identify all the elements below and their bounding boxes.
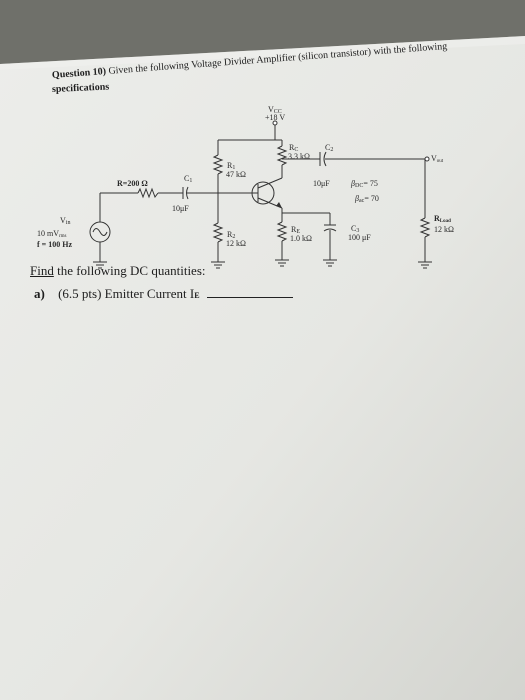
c3-label: C3 <box>351 224 359 234</box>
rs-label: R=200 Ω <box>117 179 148 188</box>
rload-value: 12 kΩ <box>434 225 454 234</box>
vcc-label: VCC <box>268 105 282 115</box>
frequency-label: f = 100 Hz <box>37 240 72 249</box>
rload-label: RLoad <box>434 214 451 224</box>
find-heading: Find the following DC quantities: <box>30 263 206 279</box>
c1-label: C1 <box>184 174 192 184</box>
answer-blank <box>206 287 293 298</box>
vin-value: 10 mVrms <box>37 229 67 239</box>
part-a-text: (6.5 pts) Emitter Current I <box>58 286 195 301</box>
r2-value: 12 kΩ <box>226 239 246 248</box>
vout-label: Vout <box>431 154 444 164</box>
c1-value: 10μF <box>172 204 189 213</box>
r1-value: 47 kΩ <box>226 170 246 179</box>
r2-label: R2 <box>227 230 235 240</box>
part-a: a) (6.5 pts) Emitter Current IE <box>34 286 293 302</box>
part-a-letter: a) <box>34 286 45 301</box>
part-a-sub: E <box>194 291 200 300</box>
find-word: Find <box>30 263 54 278</box>
c2-label: C2 <box>325 143 333 153</box>
rc-label: RC <box>289 143 298 153</box>
c3-value: 100 μF <box>348 233 371 242</box>
vcc-value: +18 V <box>265 113 285 122</box>
beta-dc-label: βDC= 75 <box>350 179 378 189</box>
find-rest: the following DC quantities: <box>53 263 206 278</box>
re-value: 1.0 kΩ <box>290 234 312 243</box>
beta-ac-label: βac= 70 <box>354 194 379 204</box>
r1-label: R1 <box>227 161 235 171</box>
rc-value: 3.3 kΩ <box>288 152 310 161</box>
re-label: RE <box>291 225 300 235</box>
vin-label: Vin <box>60 216 70 226</box>
c2-value: 10μF <box>313 179 330 188</box>
